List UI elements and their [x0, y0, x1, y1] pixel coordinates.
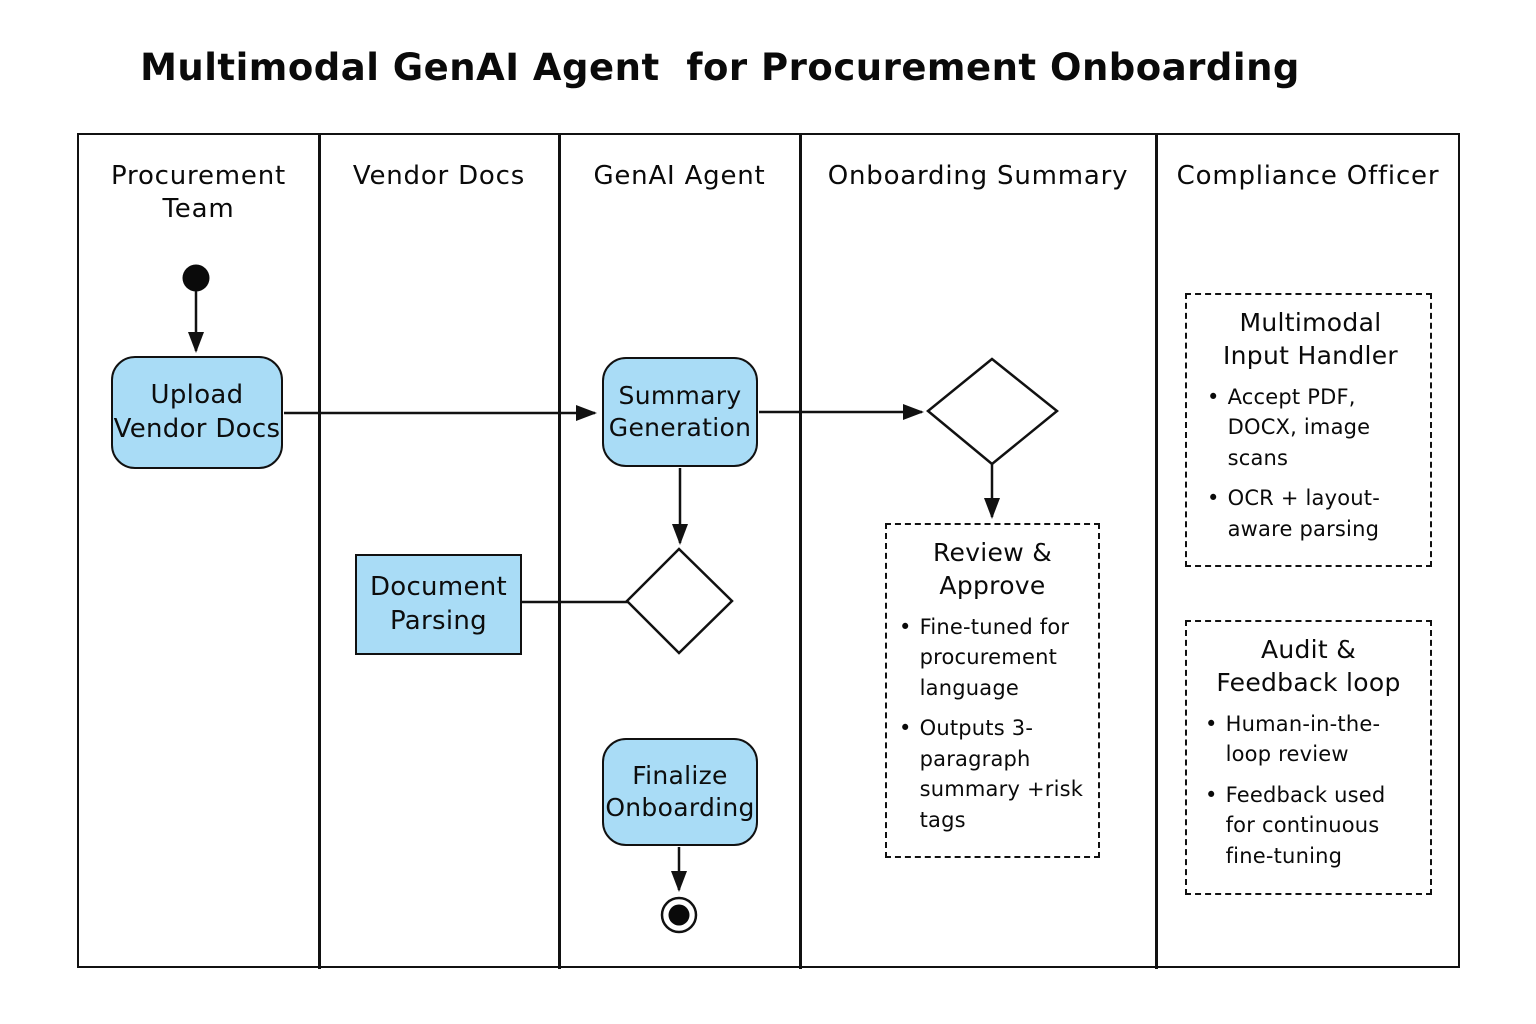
lane-header-onboarding-summary: Onboarding Summary [827, 161, 1129, 191]
note-audit-title: Audit & Feedback loop [1216, 635, 1401, 697]
activity-summary-generation: Summary Generation [602, 357, 758, 467]
bullet-icon: • [1207, 385, 1220, 409]
bullet-icon: • [1205, 712, 1218, 736]
note-review-bullet-1: Fine-tuned for procurement language [919, 615, 1070, 700]
bullet-icon: • [1205, 782, 1218, 807]
list-item: • OCR + layout-aware parsing [1201, 483, 1420, 544]
bullet-icon: • [899, 615, 912, 639]
note-audit-bullet-1: Human-in-the-loop review [1225, 712, 1381, 767]
lane-divider-3 [799, 133, 802, 969]
lane-divider-1 [318, 133, 321, 969]
lane-header-procurement-team: Procurement Team [111, 161, 286, 224]
diagram-title: Multimodal GenAI Agent for Procurement O… [140, 46, 1300, 89]
lane-divider-4 [1155, 133, 1158, 969]
note-audit-bullet-2: Feedback used for continuous fine-tuning [1225, 782, 1386, 868]
list-item: • Accept PDF, DOCX, image scans [1201, 382, 1420, 473]
lane-header-genai-agent: GenAI Agent [593, 161, 766, 191]
note-multimodal-bullet-1: Accept PDF, DOCX, image scans [1227, 385, 1371, 470]
note-multimodal-input-handler: Multimodal Input Handler • Accept PDF, D… [1185, 293, 1432, 567]
note-review-approve-title: Review & Approve [932, 538, 1053, 600]
list-item: • Human-in-the-loop review [1199, 709, 1418, 770]
activity-upload-vendor-docs: Upload Vendor Docs [111, 356, 283, 469]
lane-divider-2 [558, 133, 561, 969]
lane-header-compliance-officer: Compliance Officer [1176, 161, 1440, 191]
note-audit-feedback-loop: Audit & Feedback loop • Human-in-the-loo… [1185, 620, 1432, 895]
list-item: • Feedback used for continuous fine-tuni… [1199, 780, 1418, 871]
bullet-icon: • [899, 716, 912, 741]
list-item: • Outputs 3-paragraph summary +risk tags [899, 713, 1086, 835]
activity-document-parsing: Document Parsing [355, 554, 522, 655]
note-review-approve: Review & Approve • Fine-tuned for procur… [885, 523, 1100, 858]
activity-finalize-onboarding: Finalize Onboarding [602, 738, 758, 846]
lane-header-vendor-docs: Vendor Docs [352, 161, 526, 191]
note-multimodal-title: Multimodal Input Handler [1222, 308, 1399, 370]
note-review-bullet-2: Outputs 3-paragraph summary +risk tags [919, 716, 1084, 832]
bullet-icon: • [1207, 486, 1220, 511]
list-item: • Fine-tuned for procurement language [899, 612, 1086, 703]
note-multimodal-bullet-2: OCR + layout-aware parsing [1227, 486, 1381, 541]
